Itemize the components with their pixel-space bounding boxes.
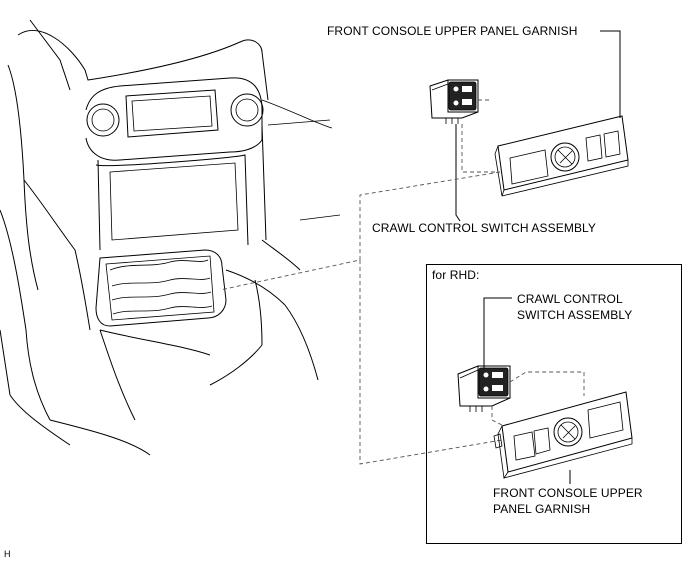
front-console-panel-garnish-top bbox=[494, 115, 629, 197]
rhd-title: for RHD: bbox=[432, 268, 480, 282]
leaders-top bbox=[219, 30, 621, 465]
console-interior-illustration bbox=[0, 19, 341, 456]
label-crawl-control-switch-top: CRAWL CONTROL SWITCH ASSEMBLY bbox=[372, 221, 597, 235]
leaders-rhd bbox=[483, 297, 585, 484]
front-console-panel-garnish-rhd bbox=[493, 391, 633, 480]
crawl-control-switch-top bbox=[429, 79, 479, 124]
label-crawl-control-switch-rhd-line2: SWITCH ASSEMBLY bbox=[517, 308, 633, 322]
label-crawl-control-switch-rhd-line1: CRAWL CONTROL bbox=[517, 292, 623, 306]
label-front-console-garnish-rhd-line2: PANEL GARNISH bbox=[493, 502, 591, 516]
label-front-console-garnish-top: FRONT CONSOLE UPPER PANEL GARNISH bbox=[327, 24, 578, 38]
rhd-inset-box bbox=[426, 264, 682, 544]
label-front-console-garnish-rhd-line1: FRONT CONSOLE UPPER bbox=[493, 486, 643, 500]
reference-code: H bbox=[4, 549, 11, 559]
crawl-control-switch-rhd bbox=[457, 365, 511, 412]
